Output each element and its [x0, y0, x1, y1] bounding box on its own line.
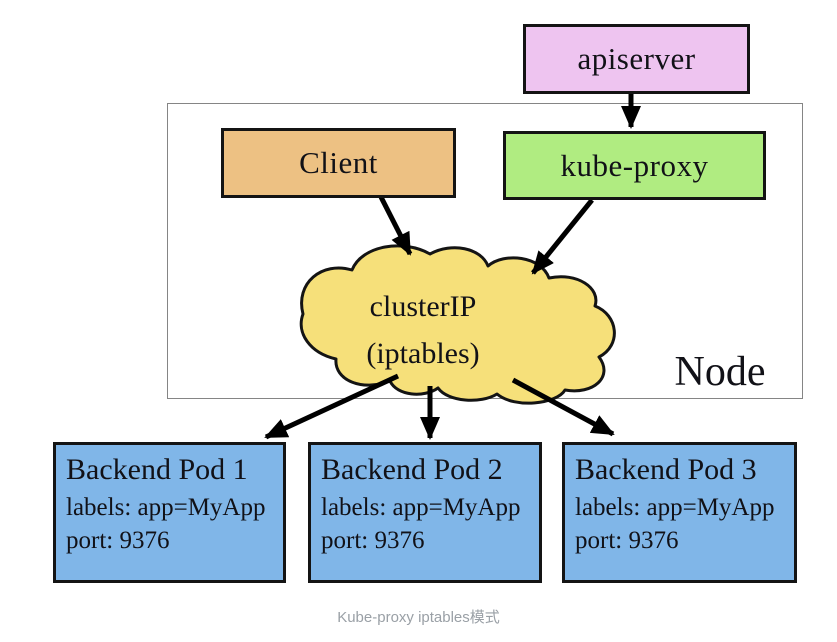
arrow-clusterip-to-pod3: [511, 377, 615, 437]
pod-labels: labels: app=MyApp: [575, 494, 775, 521]
kube-proxy-label: kube-proxy: [560, 147, 709, 183]
pod-title: Backend Pod 2: [321, 453, 503, 486]
arrow-clusterip-to-pod1: [264, 373, 400, 440]
client-label: Client: [299, 145, 378, 180]
node-label: Node: [674, 349, 766, 395]
arrow-client-to-clusterip: [378, 195, 413, 256]
clusterip-cloud: [299, 244, 616, 405]
kube-proxy-box: kube-proxy: [503, 131, 766, 200]
apiserver-label: apiserver: [577, 41, 696, 76]
pod-labels: labels: app=MyApp: [321, 494, 521, 521]
pod-title: Backend Pod 1: [66, 453, 248, 486]
pod-port: port: 9376: [575, 527, 679, 554]
pod-port: port: 9376: [321, 527, 425, 554]
backend-pod-1-box: Backend Pod 1 labels: app=MyApp port: 93…: [53, 442, 286, 583]
client-box: Client: [221, 128, 456, 198]
pod-labels: labels: app=MyApp: [66, 494, 266, 521]
pod-title: Backend Pod 3: [575, 453, 757, 486]
pod-port: port: 9376: [66, 527, 170, 554]
backend-pod-2-box: Backend Pod 2 labels: app=MyApp port: 93…: [308, 442, 542, 583]
diagram-caption: Kube-proxy iptables模式: [337, 609, 500, 626]
backend-pod-3-box: Backend Pod 3 labels: app=MyApp port: 93…: [562, 442, 797, 583]
apiserver-box: apiserver: [523, 24, 750, 94]
arrow-kubeproxy-to-clusterip: [531, 198, 594, 275]
